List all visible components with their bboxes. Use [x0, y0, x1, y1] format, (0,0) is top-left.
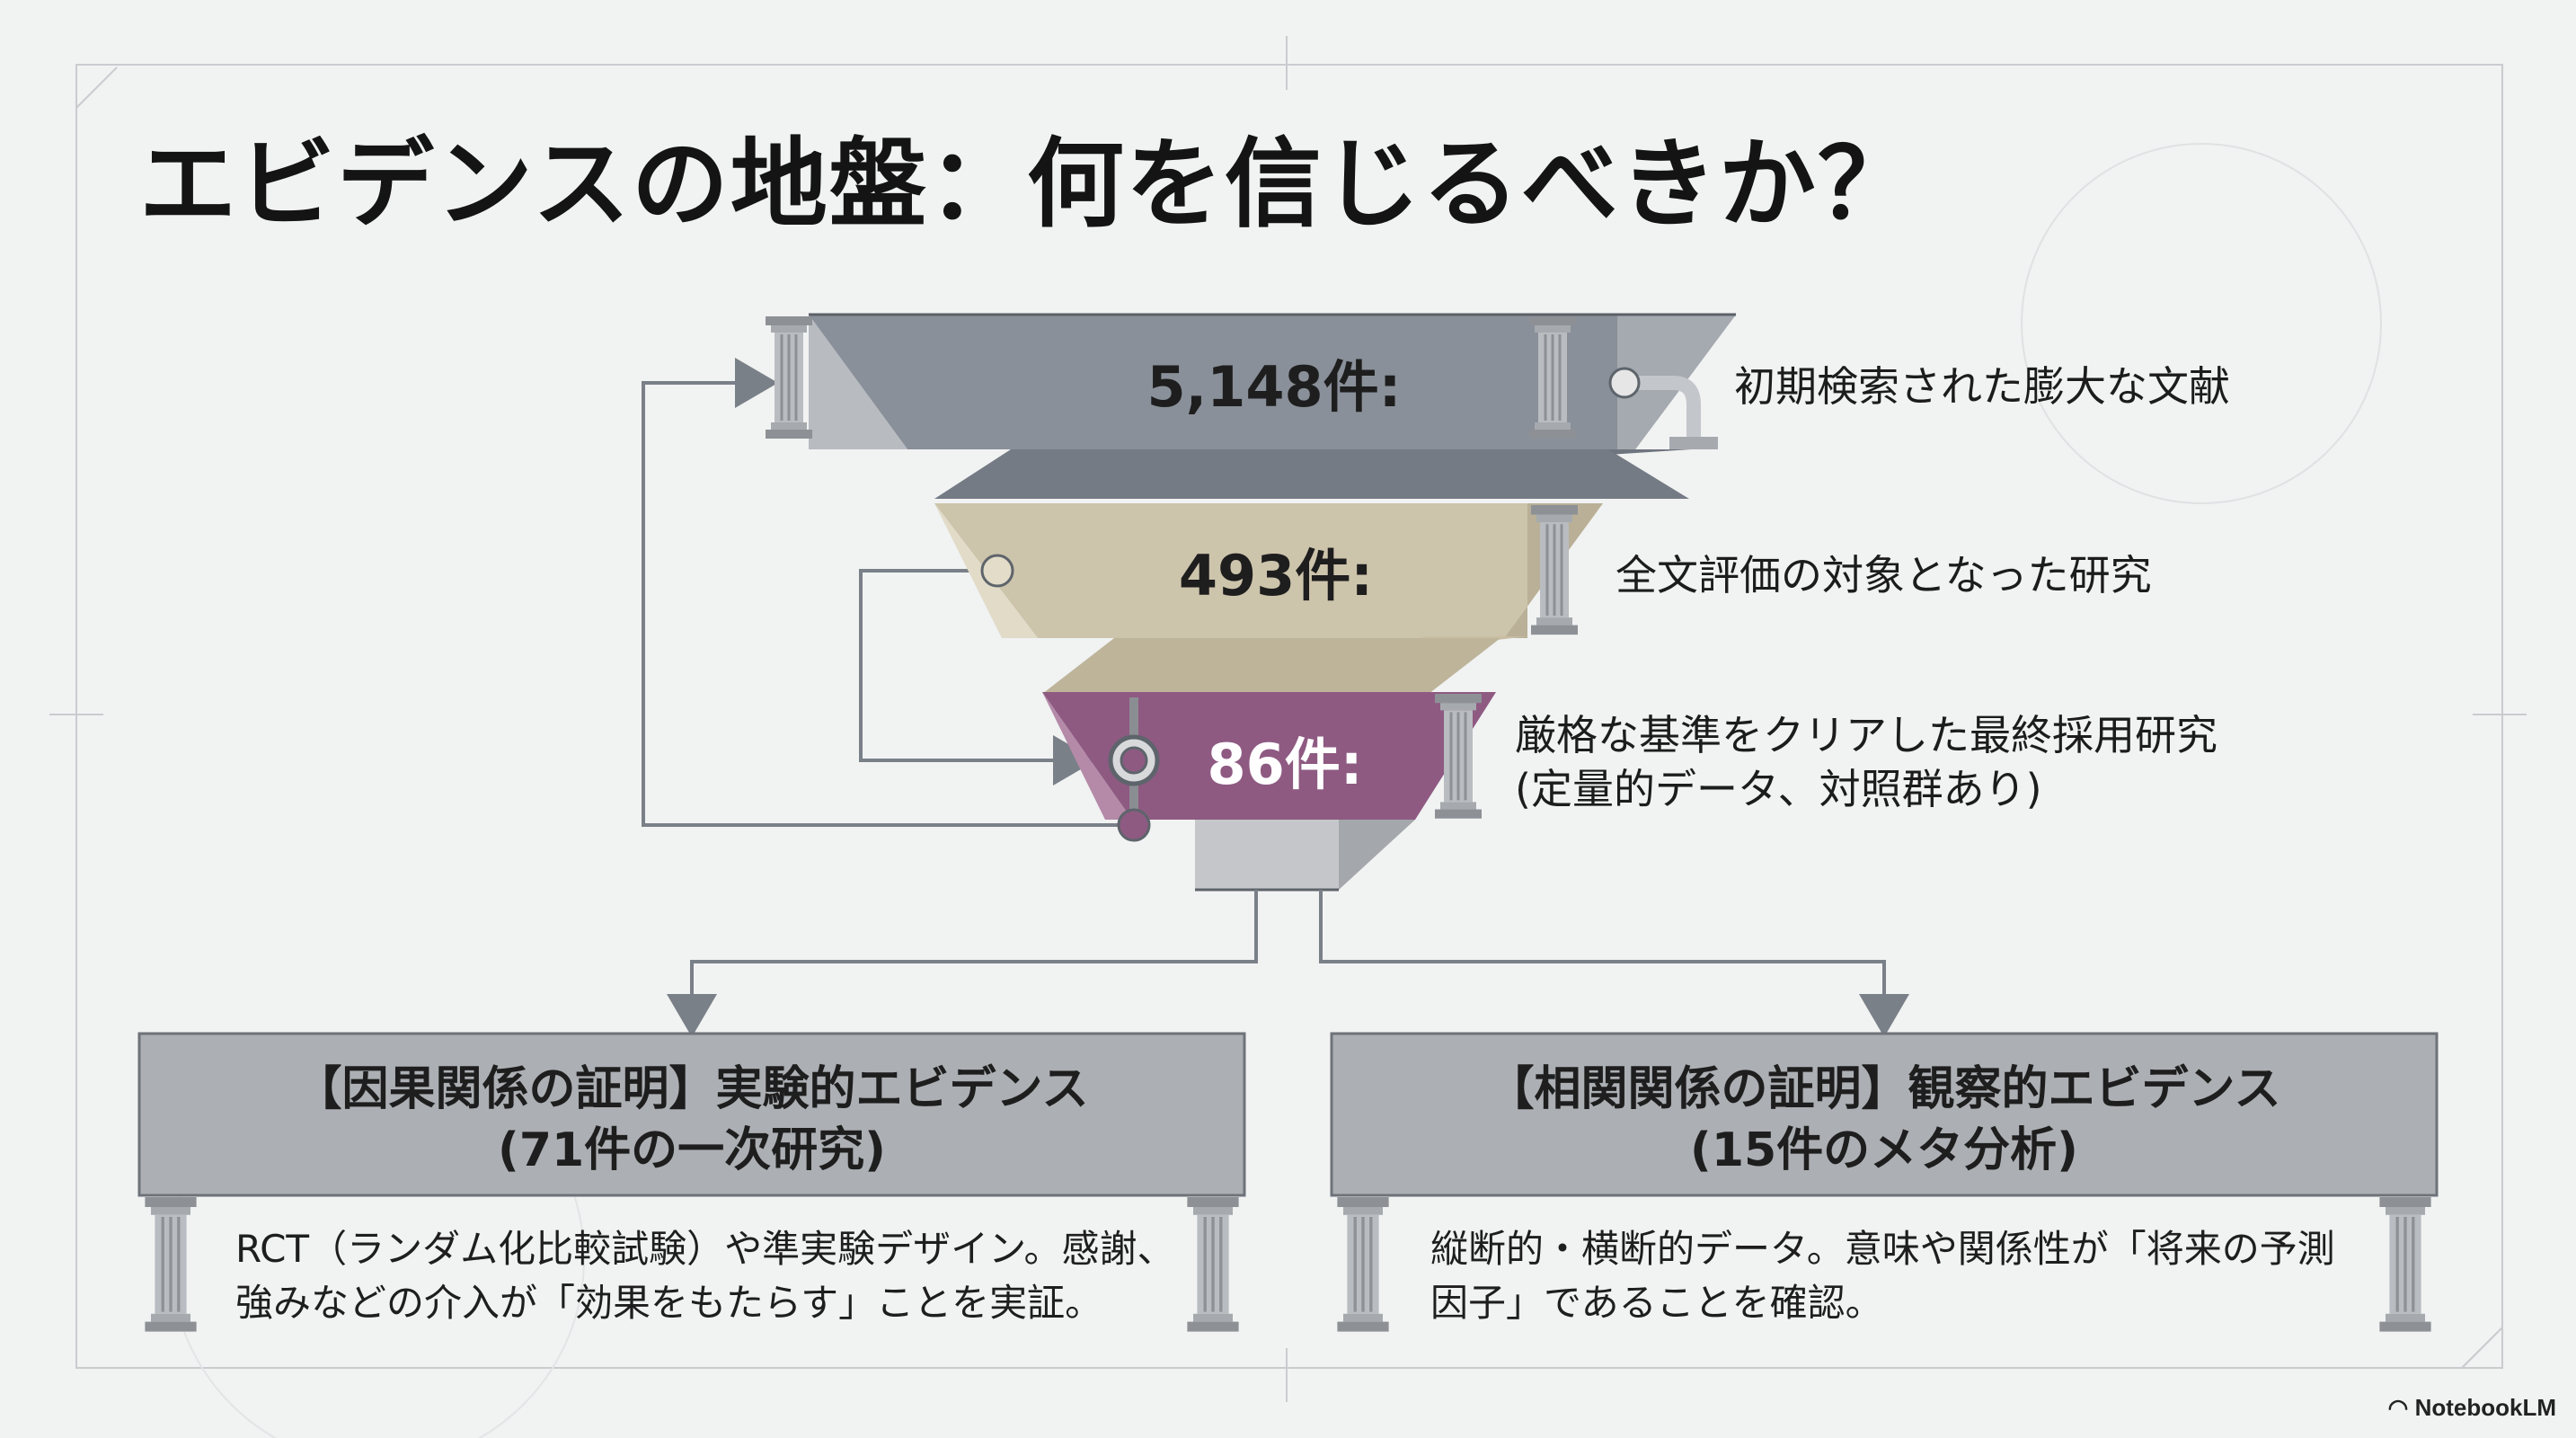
- funnel-level-2: [934, 503, 1603, 694]
- experimental-box-title-line-1: 【因果関係の証明】実験的エビデンス: [295, 1062, 1089, 1116]
- funnel-count-2: 493件:: [1179, 543, 1373, 608]
- funnel-description-3-line-1: 厳格な基準をクリアした最終採用研究: [1515, 711, 2217, 759]
- column-icon: [2377, 1195, 2433, 1334]
- brand-logo: ◠ NotebookLM: [2388, 1394, 2556, 1422]
- feedback-lines: [642, 358, 1134, 827]
- funnel-level-3: [1042, 692, 1496, 892]
- funnel-count-3: 86件:: [1207, 732, 1362, 797]
- experimental-box-body-line-1: RCT（ランダム化比較試験）や準実験デザイン。感謝、: [235, 1227, 1175, 1271]
- valve-icon: [980, 554, 1014, 588]
- funnel-description-3-line-2: (定量的データ、対照群あり): [1515, 765, 2042, 813]
- page-title: エビデンスの地盤：何を信じるべきか？: [139, 129, 1917, 241]
- column-icon: [143, 1195, 199, 1334]
- experimental-evidence-box: [137, 1032, 1246, 1197]
- experimental-box-title-line-2: (71件の一次研究): [498, 1123, 886, 1177]
- brand-label: NotebookLM: [2414, 1394, 2556, 1421]
- observational-box-title-line-2: (15件のメタ分析): [1690, 1123, 2078, 1177]
- funnel-description-2: 全文評価の対象となった研究: [1616, 551, 2152, 599]
- observational-box-body-line-2: 因子」であることを確認。: [1430, 1281, 1883, 1325]
- observational-box-body-line-1: 縦断的・横断的データ。意味や関係性が「将来の予測: [1430, 1227, 2335, 1271]
- branch-arrows: [667, 890, 1909, 1037]
- funnel-count-1: 5,148件:: [1147, 354, 1402, 420]
- experimental-box-body-line-2: 強みなどの介入が「効果をもたらす」ことを実証。: [235, 1281, 1103, 1325]
- notebook-logo-icon: ◠: [2387, 1394, 2415, 1421]
- column-icon: [1185, 1195, 1241, 1334]
- column-icon: [1335, 1195, 1391, 1334]
- observational-evidence-box: [1330, 1032, 2439, 1197]
- valve-icon: [1108, 697, 1160, 842]
- column-icon: [764, 315, 814, 440]
- funnel-description-1: 初期検索された膨大な文献: [1734, 362, 2230, 411]
- pipe-icon: [1608, 367, 1718, 449]
- observational-box-title-line-1: 【相関関係の証明】観察的エビデンス: [1487, 1062, 2281, 1116]
